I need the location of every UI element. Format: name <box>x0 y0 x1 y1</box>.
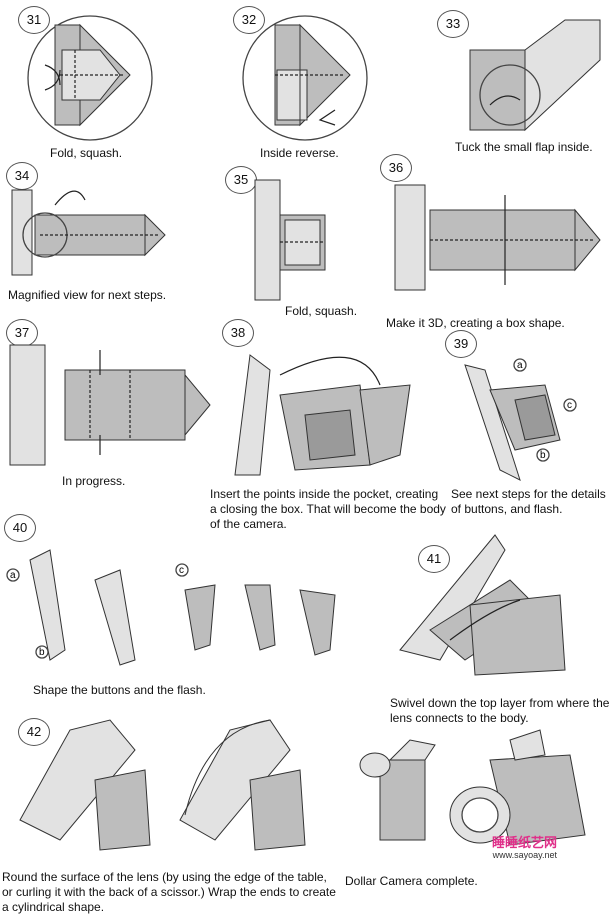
step-42-caption: Round the surface of the lens (by using … <box>2 870 336 914</box>
step-39-diagram: a c b <box>464 358 577 481</box>
step-number: 34 <box>6 162 38 190</box>
label-c: c <box>179 565 184 576</box>
step-number: 40 <box>4 514 36 542</box>
step-final: Dollar Camera complete. 睡睡纸艺网 www.sayoay… <box>340 720 610 920</box>
step-31-diagram <box>27 15 153 141</box>
step-35: 35 Fold, squash. <box>225 160 385 320</box>
label-a: a <box>10 570 16 581</box>
label-c: c <box>567 400 572 411</box>
step-37-diagram <box>9 344 211 466</box>
step-number: 35 <box>225 166 257 194</box>
step-33-diagram <box>469 19 601 132</box>
step-37: 37 In progress. <box>0 315 225 490</box>
step-number: 33 <box>437 10 469 38</box>
label-b: b <box>540 450 546 461</box>
step-40-diagram: a b c <box>6 549 336 666</box>
step-33-caption: Tuck the small flap inside. <box>455 140 593 154</box>
step-39-caption: See next steps for the details of button… <box>451 487 606 516</box>
step-41-caption: Swivel down the top layer from where the… <box>390 696 610 725</box>
watermark-url: www.sayoay.net <box>492 850 558 860</box>
step-42: 42 Round the surface of the lens (by usi… <box>0 710 340 922</box>
step-number: 32 <box>233 6 265 34</box>
step-40-caption: Shape the buttons and the flash. <box>33 683 206 697</box>
dollar-camera-diagram <box>359 729 586 846</box>
step-number: 41 <box>418 545 450 573</box>
step-34-diagram <box>11 189 166 276</box>
step-number: 38 <box>222 319 254 347</box>
step-34-caption: Magnified view for next steps. <box>8 288 167 302</box>
step-35-diagram <box>254 179 326 301</box>
step-39: 39 a c b See next steps for the details … <box>445 330 610 520</box>
step-37-caption: In progress. <box>62 474 126 488</box>
step-36-caption: Make it 3D, creating a box shape. <box>386 316 565 330</box>
step-number: 31 <box>18 6 50 34</box>
watermark: 睡睡纸艺网 www.sayoay.net <box>492 832 557 860</box>
step-38-diagram <box>234 354 411 476</box>
step-36-diagram <box>394 184 601 291</box>
step-32-caption: Inside reverse. <box>260 146 339 160</box>
label-a: a <box>517 360 523 371</box>
step-38-caption: Insert the points inside the pocket, cre… <box>210 487 446 531</box>
step-35-caption: Fold, squash. <box>285 304 358 318</box>
step-41: 41 Swivel down the top layer from where … <box>390 520 610 725</box>
step-42-diagram <box>19 719 306 851</box>
step-31: 31 Fold, squash. <box>0 0 200 165</box>
watermark-brand: 睡睡纸艺网 <box>492 835 558 850</box>
step-number: 42 <box>18 718 50 746</box>
step-36: 36 Make it 3D, creating a box shape. <box>380 150 610 330</box>
label-b: b <box>39 647 45 658</box>
step-41-diagram <box>399 534 566 676</box>
step-31-caption: Fold, squash. <box>50 146 123 160</box>
step-32-diagram <box>242 15 368 141</box>
step-number: 36 <box>380 154 412 182</box>
step-32: 32 Inside reverse. <box>215 0 415 165</box>
step-40: 40 a b c Shape the buttons and the flash… <box>0 510 380 700</box>
step-number: 39 <box>445 330 477 358</box>
step-33: 33 Tuck the small flap inside. <box>425 0 610 165</box>
step-34: 34 Magnified view for next steps. <box>0 160 220 310</box>
step-38: 38 Insert the points inside the pocket, … <box>210 315 446 540</box>
step-final-caption: Dollar Camera complete. <box>345 874 478 888</box>
step-number: 37 <box>6 319 38 347</box>
